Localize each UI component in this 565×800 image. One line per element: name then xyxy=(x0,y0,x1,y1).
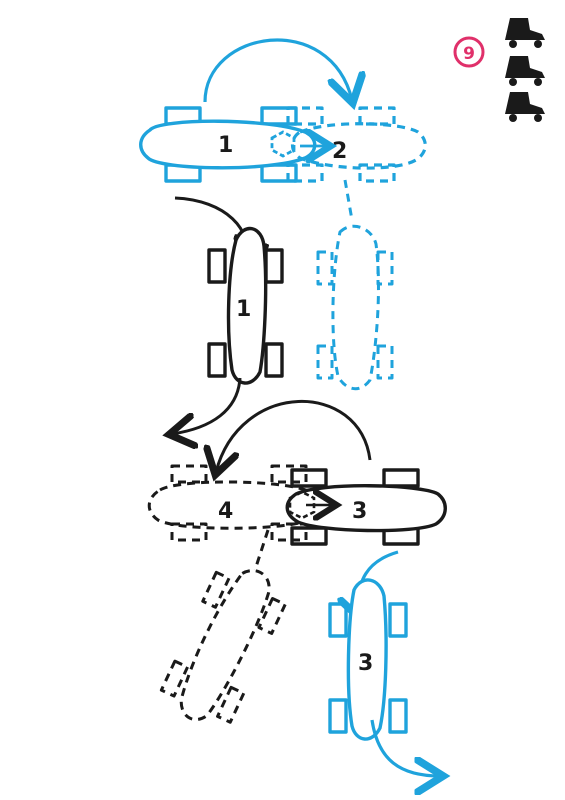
skateboard-1-middle xyxy=(207,227,284,385)
dashed-connector xyxy=(343,179,354,221)
skateboard-1-top xyxy=(139,106,317,183)
rotation-arrow-exit xyxy=(172,377,242,434)
dashed-connector xyxy=(253,529,270,571)
roller-skate-icon xyxy=(505,92,545,122)
board-label: 1 xyxy=(218,133,233,158)
rotation-arc-arrow xyxy=(203,38,352,102)
roller-skate-icon xyxy=(505,18,545,48)
skateboard-dashed-vertical-blue xyxy=(316,224,394,391)
skateboard-3-bottom xyxy=(328,578,408,741)
step-number: 9 xyxy=(463,44,475,64)
skateboard-dashed-diagonal-black xyxy=(159,569,287,724)
skate-stamp-icons xyxy=(505,18,545,122)
board-label: 2 xyxy=(332,139,347,164)
rotation-arrow-exit xyxy=(370,719,440,776)
roller-skate-icon xyxy=(505,56,545,86)
board-label: 1 xyxy=(236,297,251,322)
skateboard-2-top-dashed xyxy=(286,106,427,183)
board-label: 3 xyxy=(352,499,367,524)
board-label: 3 xyxy=(358,651,373,676)
rotation-arc-arrow xyxy=(216,400,372,472)
step-number-badge: 9 xyxy=(453,36,485,68)
pivot-marker xyxy=(270,130,296,158)
board-label: 4 xyxy=(218,499,233,524)
